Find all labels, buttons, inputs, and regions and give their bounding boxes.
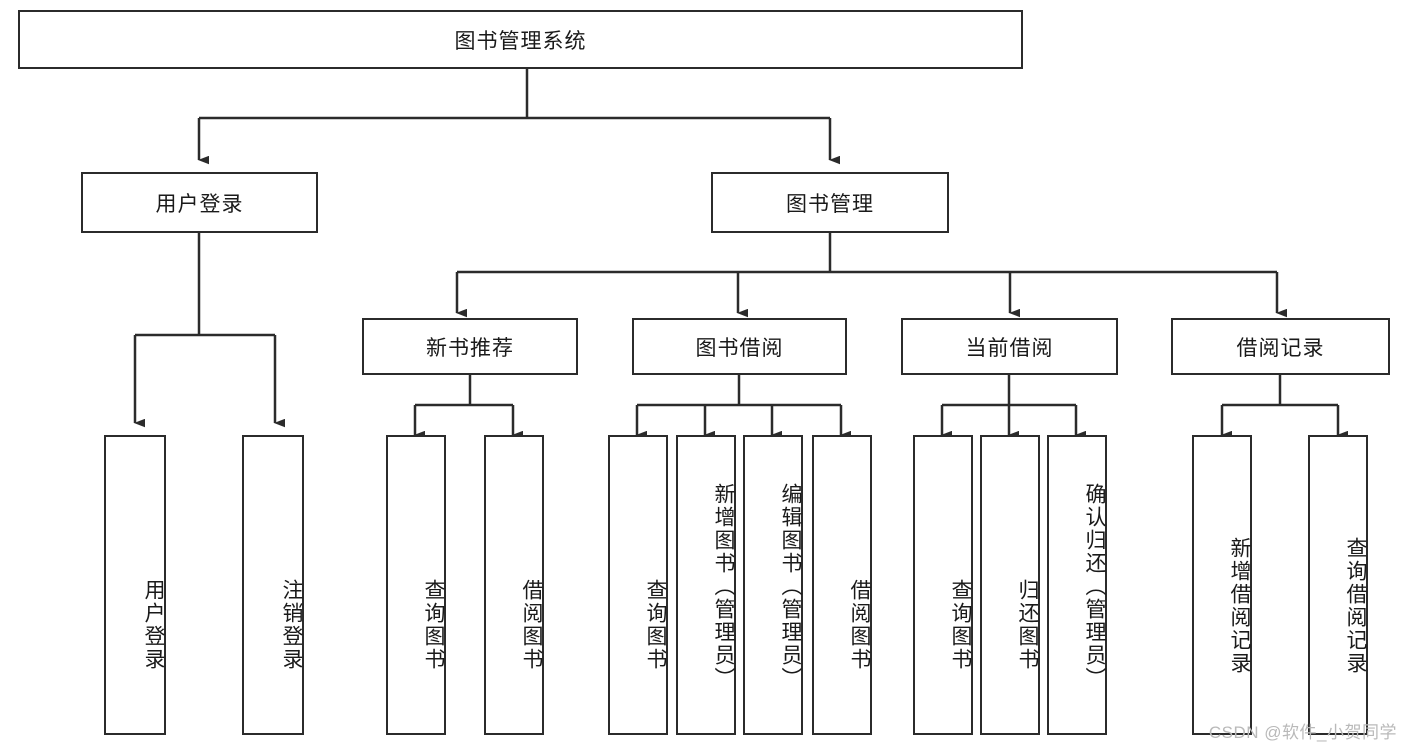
node-leaf-edit-book-label: 编辑图书（管理员） — [779, 482, 802, 690]
node-leaf-confirm-return[interactable]: 确认归还（管理员） — [1047, 435, 1107, 735]
node-current-borrow-label: 当前借阅 — [965, 336, 1054, 360]
node-leaf-add-book-label: 新增图书（管理员） — [712, 482, 735, 690]
node-leaf-logout-login-label: 注销登录 — [280, 579, 303, 671]
node-leaf-query-book-2[interactable]: 查询图书 — [608, 435, 668, 735]
node-leaf-query-book-1[interactable]: 查询图书 — [386, 435, 446, 735]
node-leaf-query-book-2-label: 查询图书 — [644, 579, 667, 671]
node-leaf-query-book-3[interactable]: 查询图书 — [913, 435, 973, 735]
node-leaf-confirm-return-label: 确认归还（管理员） — [1083, 482, 1106, 690]
node-book-manage-label: 图书管理 — [786, 192, 874, 216]
node-leaf-add-record-label: 新增借阅记录 — [1228, 537, 1251, 675]
node-leaf-borrow-book-1[interactable]: 借阅图书 — [484, 435, 544, 735]
node-leaf-return-book-label: 归还图书 — [1016, 579, 1039, 671]
node-user-login[interactable]: 用户登录 — [81, 172, 318, 233]
node-book-borrow-label: 图书借阅 — [695, 336, 784, 360]
node-leaf-query-book-3-label: 查询图书 — [949, 579, 972, 671]
node-leaf-borrow-book-2-label: 借阅图书 — [848, 579, 871, 671]
csdn-watermark: CSDN @软件_小贺同学 — [1208, 723, 1397, 742]
node-leaf-borrow-book-2[interactable]: 借阅图书 — [812, 435, 872, 735]
node-leaf-user-login[interactable]: 用户登录 — [104, 435, 166, 735]
node-leaf-query-book-1-label: 查询图书 — [422, 579, 445, 671]
node-root[interactable]: 图书管理系统 — [18, 10, 1023, 69]
node-leaf-query-record[interactable]: 查询借阅记录 — [1308, 435, 1368, 735]
node-borrow-record-label: 借阅记录 — [1236, 336, 1325, 360]
node-new-book-recommend-label: 新书推荐 — [426, 336, 514, 360]
node-leaf-edit-book[interactable]: 编辑图书（管理员） — [743, 435, 803, 735]
node-leaf-logout-login[interactable]: 注销登录 — [242, 435, 304, 735]
node-new-book-recommend[interactable]: 新书推荐 — [362, 318, 578, 375]
node-current-borrow[interactable]: 当前借阅 — [901, 318, 1118, 375]
node-leaf-query-record-label: 查询借阅记录 — [1344, 537, 1367, 675]
node-book-manage[interactable]: 图书管理 — [711, 172, 949, 233]
node-leaf-add-record[interactable]: 新增借阅记录 — [1192, 435, 1252, 735]
node-borrow-record[interactable]: 借阅记录 — [1171, 318, 1390, 375]
node-book-borrow[interactable]: 图书借阅 — [632, 318, 847, 375]
node-root-label: 图书管理系统 — [454, 29, 587, 53]
node-leaf-return-book[interactable]: 归还图书 — [980, 435, 1040, 735]
node-leaf-user-login-label: 用户登录 — [142, 579, 165, 671]
node-leaf-add-book[interactable]: 新增图书（管理员） — [676, 435, 736, 735]
node-leaf-borrow-book-1-label: 借阅图书 — [520, 579, 543, 671]
node-user-login-label: 用户登录 — [155, 192, 244, 216]
